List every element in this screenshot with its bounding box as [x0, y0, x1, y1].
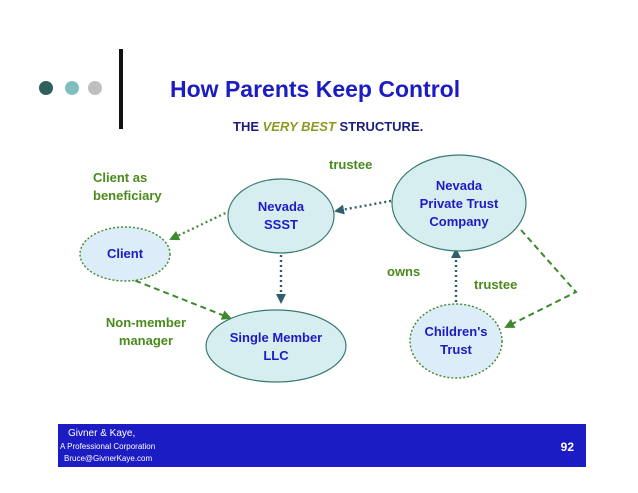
arrow-client-to-llc [125, 276, 232, 320]
node-single-member-llc [205, 309, 347, 383]
bullet-dot-teal [65, 81, 79, 95]
bullet-dot-dark [39, 81, 53, 95]
footer-firm-type: A Professional Corporation [60, 442, 156, 451]
arrow-trustco-to-childrens-trust [504, 229, 578, 328]
subtitle-emphasis: VERY BEST [262, 119, 336, 134]
node-client-label: Client [106, 246, 144, 261]
label-trustee-right: trustee [474, 277, 518, 292]
label-client-as-beneficiary: Client as beneficiary [93, 170, 162, 203]
footer-bar: Givner & Kaye, A Professional Corporatio… [58, 424, 586, 467]
node-nevada-private-trust-company [391, 154, 527, 252]
label-non-member-manager: Non-member manager [105, 315, 187, 348]
node-nevada-ssst [227, 178, 335, 254]
node-single-member-llc-label: Single Member LLC [229, 330, 323, 363]
label-owns: owns [387, 264, 421, 279]
header-divider [119, 49, 123, 129]
node-nevada-private-trust-company-label: Nevada Private Trust Company [419, 178, 499, 229]
subtitle-prefix: THE [233, 119, 263, 134]
slide-subtitle: THE VERY BEST STRUCTURE. [233, 119, 423, 134]
node-childrens-trust-label: Children's Trust [424, 324, 488, 357]
subtitle-suffix: STRUCTURE. [335, 119, 424, 134]
node-nevada-ssst-label: Nevada SSST [257, 199, 305, 232]
label-trustee-top: trustee [329, 157, 373, 172]
footer-firm-name: Givner & Kaye, [68, 428, 136, 439]
bullet-dot-gray [88, 81, 102, 95]
arrow-trustco-to-ssst [334, 198, 397, 215]
node-client [79, 226, 171, 282]
slide-title: How Parents Keep Control [170, 76, 461, 102]
page-number: 92 [560, 440, 574, 454]
footer-email: Bruce@GivnerKaye.com [64, 454, 153, 463]
node-childrens-trust [409, 303, 503, 379]
